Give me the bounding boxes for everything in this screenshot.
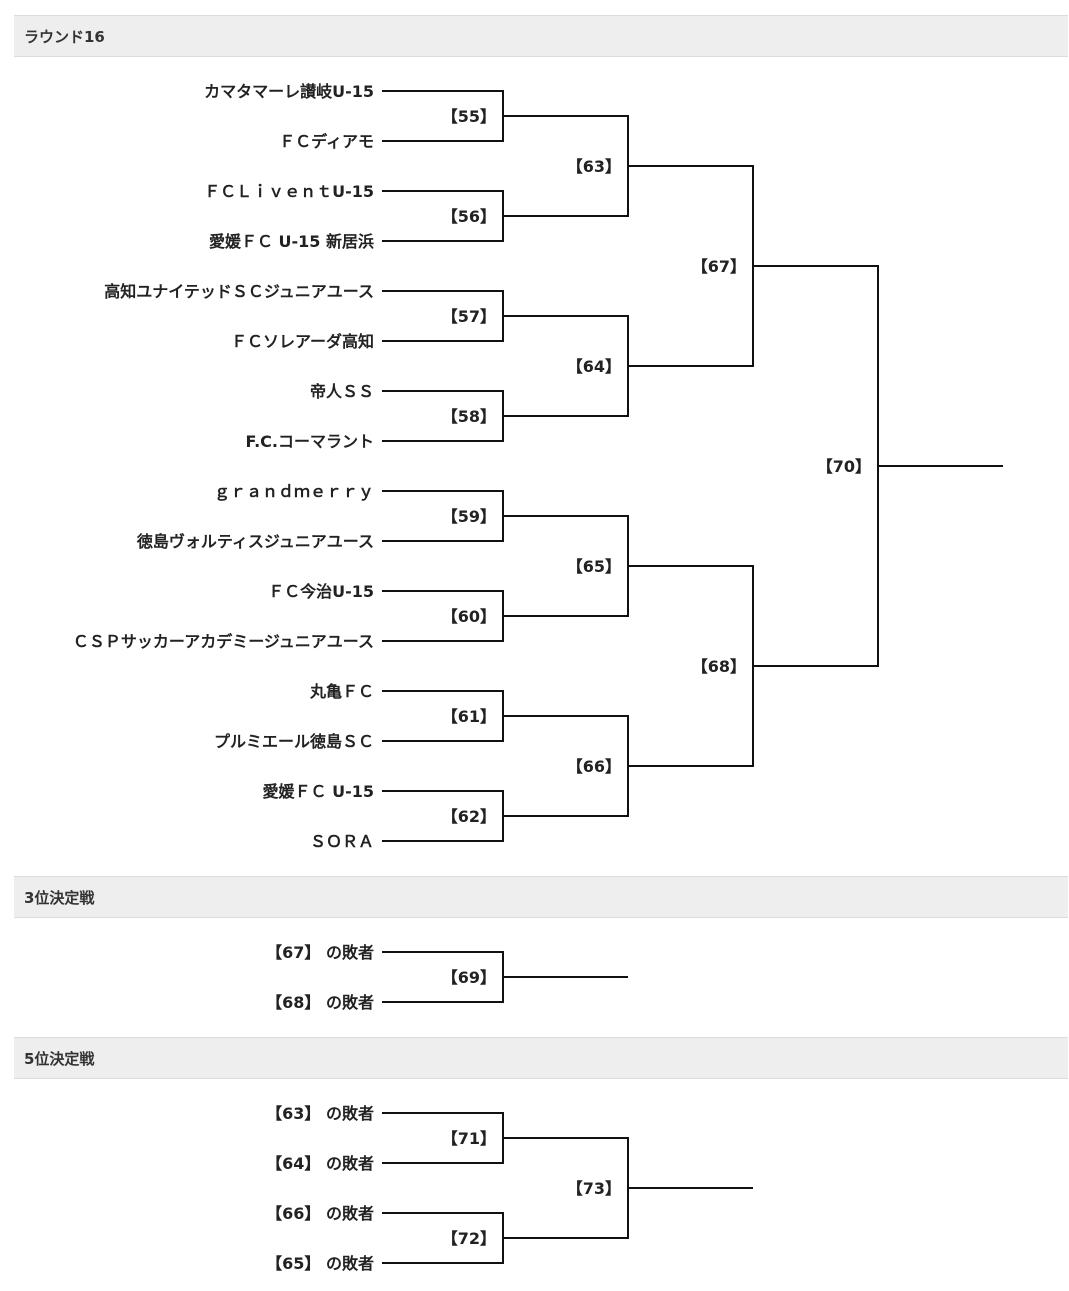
section-header-third-place: 3位決定戦: [14, 876, 1068, 918]
entrant-name: 【68】 の敗者: [266, 993, 374, 1012]
team-name: ｇｒａｎｄｍｅｒｒｙ: [214, 482, 374, 502]
match-label-58: 【58】: [442, 407, 496, 426]
entrant-name: 【65】 の敗者: [266, 1254, 374, 1273]
team-name: ＦＣディアモ: [279, 132, 374, 151]
bracket-fifth-place: 【63】 の敗者 【64】 の敗者 【66】 の敗者 【65】 の敗者 【71】…: [266, 1104, 753, 1273]
match-label-69: 【69】: [442, 968, 496, 987]
section-title: ラウンド16: [24, 28, 105, 46]
match-label-55: 【55】: [442, 107, 496, 126]
team-name: F.C.コーマラント: [246, 432, 374, 451]
team-name: ＦＣＬｉｖｅｎｔU-15: [204, 182, 374, 201]
entrant-name: 【66】 の敗者: [266, 1204, 374, 1223]
match-label-65: 【65】: [567, 557, 621, 576]
match-label-57: 【57】: [442, 307, 496, 326]
match-label-68: 【68】: [692, 657, 746, 676]
match-label-73: 【73】: [567, 1179, 621, 1198]
match-label-62: 【62】: [442, 807, 496, 826]
team-name: ＣＳＰサッカーアカデミージュニアユース: [73, 632, 374, 651]
team-list: カマタマーレ讃岐U-15 ＦＣディアモ ＦＣＬｉｖｅｎｔU-15 愛媛ＦＣ U-…: [73, 82, 374, 851]
section-title: 3位決定戦: [24, 889, 95, 907]
team-name: ＳＯＲＡ: [310, 832, 374, 851]
section-header-round16: ラウンド16: [14, 15, 1068, 57]
team-name: プルミエール徳島ＳＣ: [214, 732, 374, 751]
team-name: 徳島ヴォルティスジュニアユース: [136, 532, 374, 551]
match-label-63: 【63】: [567, 157, 621, 176]
team-name: ＦＣ今治U-15: [268, 582, 374, 601]
match-label-72: 【72】: [442, 1229, 496, 1248]
section-title: 5位決定戦: [24, 1050, 95, 1068]
match-label-66: 【66】: [567, 757, 621, 776]
team-name: 愛媛ＦＣ U-15: [263, 782, 374, 801]
team-name: ＦＣソレアーダ高知: [231, 332, 374, 351]
bracket-lines-round16: [382, 90, 1003, 842]
team-name: 帝人ＳＳ: [310, 382, 374, 401]
match-label-67: 【67】: [692, 257, 746, 276]
match-label-56: 【56】: [442, 207, 496, 226]
match-label-71: 【71】: [442, 1129, 496, 1148]
match-label-60: 【60】: [442, 607, 496, 626]
match-labels-round16: 【55】 【56】 【57】 【58】 【59】 【60】 【61】 【62】 …: [442, 107, 871, 826]
team-name: 愛媛ＦＣ U-15 新居浜: [209, 232, 374, 251]
entrant-name: 【67】 の敗者: [266, 943, 374, 962]
team-name: 高知ユナイテッドＳＣジュニアユース: [104, 282, 374, 301]
match-label-64: 【64】: [567, 357, 621, 376]
entrant-name: 【64】 の敗者: [266, 1154, 374, 1173]
match-label-61: 【61】: [442, 707, 496, 726]
team-name: カマタマーレ讃岐U-15: [204, 82, 374, 101]
section-header-fifth-place: 5位決定戦: [14, 1037, 1068, 1079]
entrant-name: 【63】 の敗者: [266, 1104, 374, 1123]
team-name: 丸亀ＦＣ: [309, 682, 374, 701]
match-label-59: 【59】: [442, 507, 496, 526]
bracket-third-place: 【67】 の敗者 【68】 の敗者 【69】: [266, 943, 628, 1012]
match-label-70: 【70】: [817, 457, 871, 476]
